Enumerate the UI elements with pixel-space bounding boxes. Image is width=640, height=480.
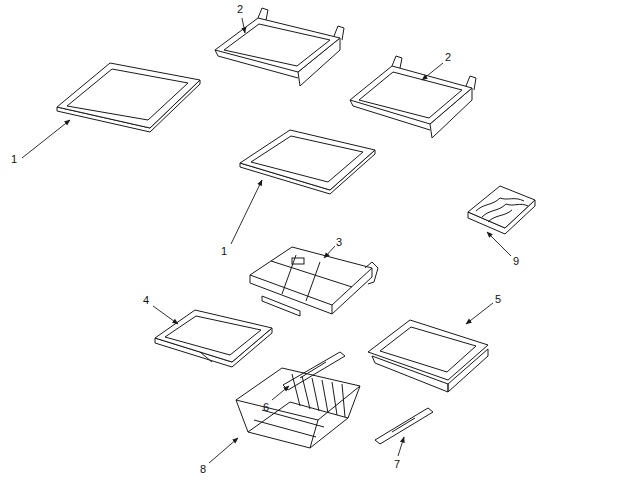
glass-shelf xyxy=(200,352,212,362)
drawer-rail xyxy=(375,408,433,444)
cantilever-shelf xyxy=(218,56,298,78)
wire-basket xyxy=(236,368,360,420)
callout-number: 6 xyxy=(263,401,269,414)
shelf-frame xyxy=(365,262,378,284)
cantilever-shelf xyxy=(359,72,462,118)
cantilever-shelf xyxy=(334,26,344,40)
wire-basket xyxy=(312,378,319,411)
drawer-rail xyxy=(375,408,433,444)
wine-tray xyxy=(482,204,528,217)
glass-shelf xyxy=(155,310,272,362)
leader-lines xyxy=(153,306,178,324)
leader-lines xyxy=(242,18,245,33)
callout-number: 1 xyxy=(221,245,227,258)
drawer-rail xyxy=(392,418,415,432)
cantilever-shelf xyxy=(350,66,472,124)
wire-basket xyxy=(236,368,360,448)
shelf-frame xyxy=(292,258,304,264)
callout-number: 1 xyxy=(11,153,17,166)
glass-shelf xyxy=(57,63,200,128)
glass-shelf xyxy=(251,136,363,182)
cantilever-shelf xyxy=(215,8,344,86)
leader-lines xyxy=(398,437,404,456)
glass-shelf xyxy=(155,310,272,367)
cantilever-shelf xyxy=(392,56,402,68)
callout-number: 4 xyxy=(143,294,149,307)
wire-basket xyxy=(292,374,300,406)
glass-shelf xyxy=(67,69,188,120)
leader-lines xyxy=(209,438,238,463)
drawer-rail xyxy=(283,352,345,390)
glass-shelf xyxy=(57,63,200,132)
wire-basket xyxy=(254,420,316,437)
cantilever-shelf xyxy=(350,100,353,106)
cantilever-shelf xyxy=(215,18,340,72)
leader-lines xyxy=(422,63,443,80)
wine-tray xyxy=(488,210,512,222)
wire-basket xyxy=(322,380,328,413)
wire-basket xyxy=(342,384,345,417)
shelf-frame xyxy=(306,262,320,301)
cantilever-shelf xyxy=(258,8,268,20)
crisper-cover xyxy=(380,327,476,372)
cantilever-shelf xyxy=(350,56,476,138)
shelf-frame xyxy=(332,305,333,314)
glass-shelf xyxy=(165,316,261,355)
shelf-frame xyxy=(282,255,296,294)
leader-lines xyxy=(231,180,262,244)
shelf-frame xyxy=(262,296,300,316)
callout-number: 3 xyxy=(336,236,342,249)
wire-basket xyxy=(302,376,310,409)
callout-number: 9 xyxy=(513,255,519,268)
cantilever-shelf xyxy=(353,106,430,130)
wire-basket xyxy=(348,386,360,418)
crisper-cover xyxy=(368,320,488,380)
leader-lines xyxy=(272,386,289,400)
shelf-frame xyxy=(250,247,372,305)
leader-lines xyxy=(22,120,70,158)
callout-number: 2 xyxy=(445,51,451,64)
wine-tray xyxy=(468,186,535,228)
wire-basket xyxy=(248,402,348,448)
crisper-cover xyxy=(368,320,488,392)
cantilever-shelf xyxy=(215,50,218,56)
leader-lines xyxy=(466,303,493,324)
callout-number: 8 xyxy=(200,463,206,476)
shelf-frame xyxy=(271,261,352,287)
wire-basket xyxy=(332,382,337,415)
leader-lines xyxy=(487,232,511,256)
leader-lines xyxy=(324,246,335,258)
callout-number: 7 xyxy=(394,458,400,471)
drawer-rail xyxy=(283,352,345,390)
wine-tray xyxy=(468,186,535,234)
cantilever-shelf xyxy=(224,24,330,66)
callout-number: 2 xyxy=(237,3,243,16)
glass-shelf xyxy=(240,130,375,190)
leader-lines xyxy=(22,18,511,463)
shelf-frame xyxy=(250,268,372,314)
shelf-frame xyxy=(250,247,378,316)
wire-basket xyxy=(236,400,248,432)
cantilever-shelf xyxy=(466,76,476,90)
callout-number: 5 xyxy=(495,293,501,306)
